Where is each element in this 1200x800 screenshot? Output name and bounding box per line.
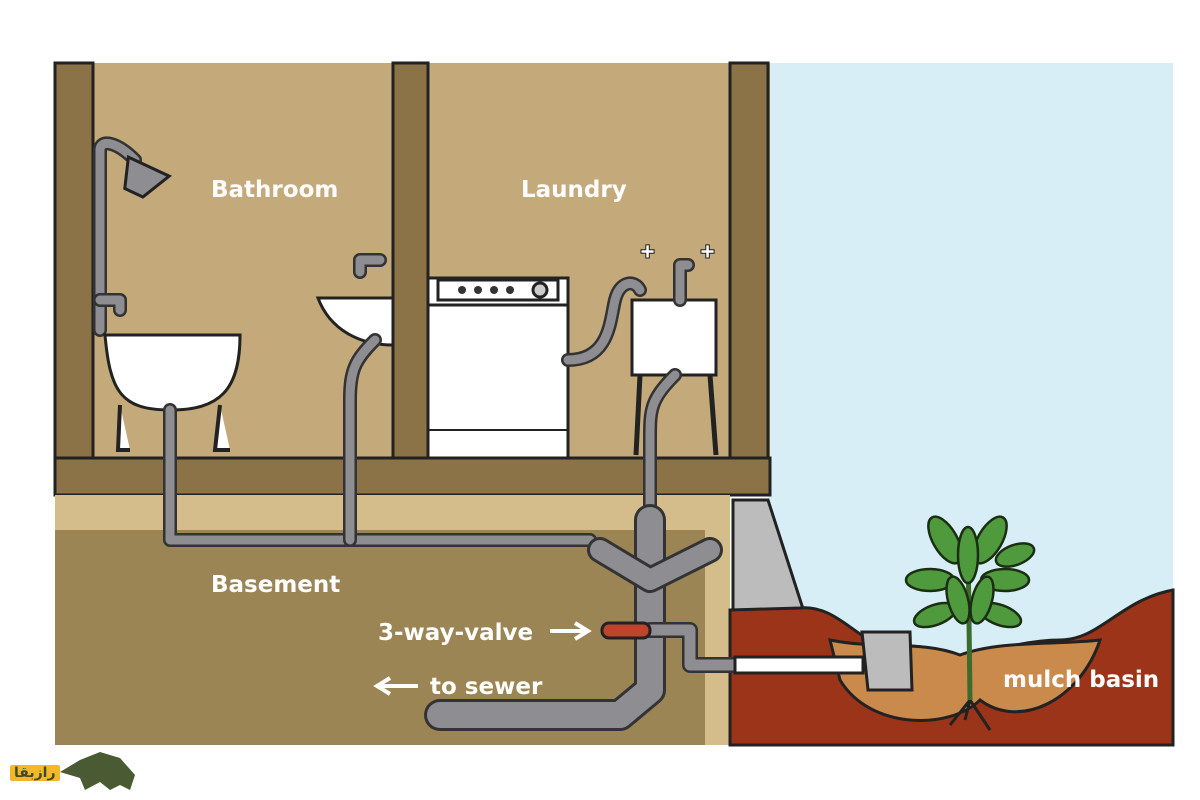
wall-post-middle [391,61,430,465]
rhino-logo-icon [60,752,135,790]
label-mulch-basin: mulch basin [1003,667,1159,693]
plant [904,515,1036,731]
wall-post-left [53,61,95,497]
floor [53,456,772,497]
shower [93,136,173,337]
watermark-logo-text: رازبقا [10,765,60,781]
drain-pipes [163,276,682,547]
arrow-right-icon [550,621,592,641]
label-to-sewer: to sewer [430,674,543,700]
label-3-way-valve: 3-way-valve [378,620,533,646]
laundry-sink: ✚ ✚ [630,242,719,456]
outlet-box [860,630,914,692]
svg-text:✚: ✚ [640,242,655,263]
label-bathroom: Bathroom [211,177,338,203]
valve-assembly [424,504,865,731]
washing-machine [426,276,570,460]
label-basement: Basement [211,572,340,598]
valve-handle [600,621,652,640]
arrow-left-icon [373,676,418,696]
label-laundry: Laundry [521,177,627,203]
svg-text:✚: ✚ [700,242,715,263]
wall-post-right [728,61,770,497]
